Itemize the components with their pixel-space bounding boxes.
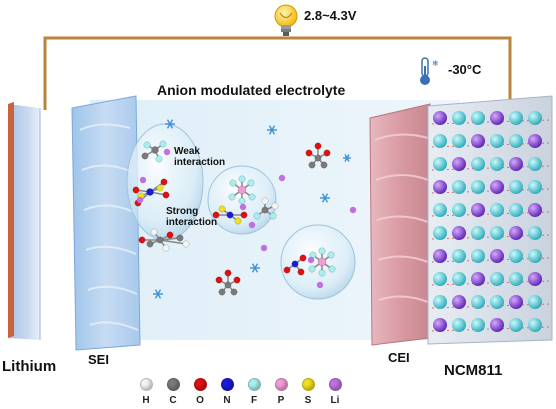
atom-swatch xyxy=(193,378,207,391)
lithium-label: Lithium xyxy=(2,358,57,375)
atom-symbol: N xyxy=(223,395,231,406)
li-ion xyxy=(136,196,144,204)
temperature-label: -30°C xyxy=(448,62,482,77)
molecule xyxy=(228,175,256,205)
li-ion xyxy=(260,244,268,252)
legend-item: F xyxy=(242,378,266,406)
li-ion xyxy=(163,148,171,156)
molecule xyxy=(215,269,241,296)
li-ion xyxy=(349,206,357,214)
atom-swatch xyxy=(274,378,288,391)
li-ion xyxy=(316,281,324,289)
snowflake-icon xyxy=(320,193,330,203)
legend-item: Li xyxy=(323,378,347,406)
light-bulb-icon xyxy=(274,4,298,36)
cathode-label: NCM811 xyxy=(444,362,503,379)
atom-symbol: S xyxy=(304,395,312,406)
strong-interaction-label: Strong interaction xyxy=(166,206,218,228)
molecule xyxy=(305,142,331,169)
snowflakes-layer xyxy=(153,119,351,299)
li-ion xyxy=(307,256,315,264)
atom-symbol: C xyxy=(169,395,177,406)
molecule xyxy=(283,254,307,276)
atom-symbol: Li xyxy=(330,395,340,406)
molecule xyxy=(141,140,167,163)
molecule xyxy=(253,197,279,220)
atom-swatch xyxy=(220,378,234,391)
legend-item: P xyxy=(269,378,293,406)
snowflake-icon xyxy=(343,154,351,162)
lithium-anode xyxy=(8,102,41,340)
atom-swatch xyxy=(328,378,342,391)
molecule xyxy=(308,247,336,277)
atom-swatch xyxy=(301,378,315,391)
circuit-wire xyxy=(43,36,512,110)
legend-item: S xyxy=(296,378,320,406)
li-ion xyxy=(278,174,286,182)
atom-symbol: P xyxy=(277,395,285,406)
legend-item: H xyxy=(134,378,158,406)
li-ion xyxy=(239,203,247,211)
molecule xyxy=(138,228,190,252)
molecules-layer xyxy=(132,140,357,296)
snowflake-icon xyxy=(267,125,277,135)
li-ion xyxy=(139,176,147,184)
molecule xyxy=(212,205,248,225)
svg-text:❄: ❄ xyxy=(432,59,439,68)
li-ion xyxy=(248,221,256,229)
atom-swatch xyxy=(247,378,261,391)
cei-label: CEI xyxy=(388,350,410,365)
snowflake-icon xyxy=(250,263,260,273)
ncm811-cathode xyxy=(427,95,553,345)
snowflake-icon xyxy=(165,119,175,129)
sei-label: SEI xyxy=(88,352,109,367)
legend-item: C xyxy=(161,378,185,406)
sei-layer xyxy=(71,95,141,351)
cei-layer xyxy=(369,103,431,346)
thermometer-icon: ❄ xyxy=(420,57,439,85)
atom-symbol: F xyxy=(250,395,258,406)
electrolyte-title: Anion modulated electrolyte xyxy=(157,82,346,98)
atom-swatch xyxy=(139,378,153,391)
legend-item: O xyxy=(188,378,212,406)
atom-symbol: O xyxy=(196,395,204,406)
legend-item: N xyxy=(215,378,239,406)
voltage-label: 2.8~4.3V xyxy=(304,8,357,23)
atom-swatch xyxy=(166,378,180,391)
weak-interaction-label: Weak interaction xyxy=(174,146,226,168)
molecule xyxy=(132,178,170,207)
atom-symbol: H xyxy=(142,395,150,406)
snowflake-icon xyxy=(153,289,163,299)
